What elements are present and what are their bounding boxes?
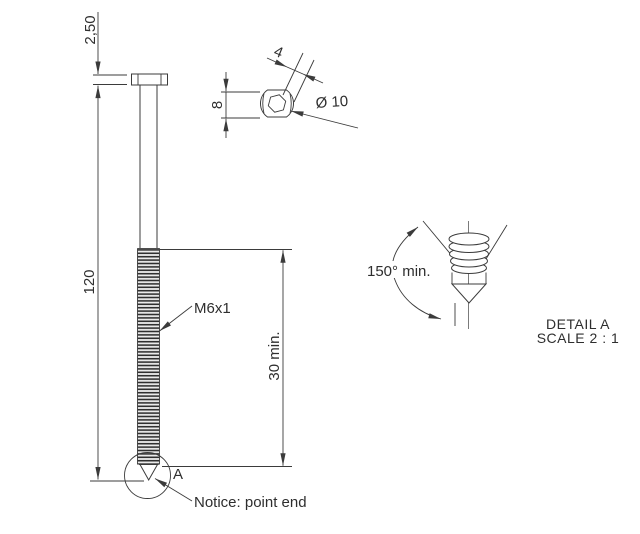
front-view: A bbox=[124, 73, 183, 499]
point-end-cone bbox=[139, 464, 159, 482]
screw-head-outline bbox=[131, 73, 168, 86]
head-height-label: 8 bbox=[209, 101, 226, 109]
front-view-dimensions: 2,50 120 30 min. M6x1 Notice: point end bbox=[81, 12, 307, 511]
diameter-label: Ø 10 bbox=[315, 93, 349, 112]
thread-length-extension-lines bbox=[160, 249, 292, 467]
head-height-extension-lines bbox=[221, 91, 260, 119]
thread-coil bbox=[448, 232, 490, 246]
detail-a-view: 150° min. bbox=[366, 220, 508, 329]
socket-size-label: 4 bbox=[271, 43, 285, 62]
point-angle-label: 150° min. bbox=[367, 263, 431, 280]
screw-head-chamfer-lines bbox=[137, 74, 162, 85]
detail-a-caption: DETAIL A SCALE 2 : 1 bbox=[537, 316, 620, 346]
socket-dim-line bbox=[286, 66, 304, 75]
detail-title: DETAIL A bbox=[546, 316, 610, 332]
diameter-leader bbox=[290, 110, 359, 129]
screw-shank bbox=[139, 85, 158, 248]
thread-length-label: 30 min. bbox=[266, 331, 283, 380]
point-neck bbox=[451, 272, 487, 285]
thread-edges bbox=[137, 247, 160, 465]
thread-spec-leader bbox=[159, 305, 193, 332]
notice-leader bbox=[154, 478, 193, 502]
head-top-outline bbox=[259, 89, 295, 118]
threaded-section bbox=[137, 248, 160, 465]
detail-scale: SCALE 2 : 1 bbox=[537, 330, 620, 346]
socket-dim-arrow-left bbox=[266, 57, 288, 68]
length-label: 120 bbox=[81, 269, 98, 294]
angle-label-backing bbox=[366, 261, 438, 278]
head-chamfer-arcs bbox=[262, 93, 292, 114]
thread-spec-label: M6x1 bbox=[194, 300, 231, 317]
socket-dim-arrow-right bbox=[302, 73, 324, 84]
top-view: 4 8 Ø 10 bbox=[209, 43, 359, 138]
detail-point-cone bbox=[450, 283, 488, 304]
detail-a-circle bbox=[124, 452, 171, 499]
socket-extension-lines bbox=[282, 52, 315, 103]
head-thickness-extension-lines bbox=[93, 74, 127, 85]
hex-socket bbox=[267, 94, 287, 113]
notice-label: Notice: point end bbox=[194, 494, 307, 511]
angle-arc bbox=[391, 226, 442, 320]
head-thickness-label: 2,50 bbox=[82, 15, 99, 44]
detail-a-marker-label: A bbox=[173, 466, 183, 483]
